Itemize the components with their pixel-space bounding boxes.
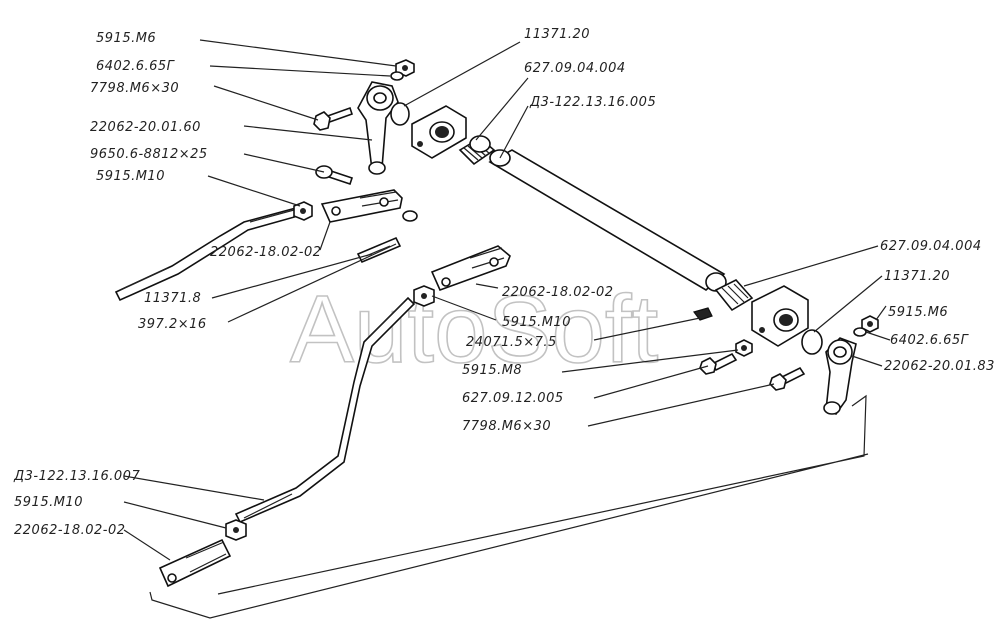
label-11371-20-top: 11371.20 (524, 27, 590, 42)
linkage-path (149, 394, 869, 619)
needle-bearing-upper (458, 135, 496, 166)
label-11371-20-right: 11371.20 (884, 269, 950, 284)
bushing-block-upper (411, 105, 467, 159)
bolt-627 (699, 352, 738, 375)
main-shaft (488, 149, 727, 292)
clevis-fork-upper-left (320, 189, 403, 223)
label-397: 397.2×16 (138, 317, 207, 332)
label-d3-122-13-16-007: Д3-122.13.16.007 (13, 469, 140, 484)
nut-m10-lower (225, 519, 247, 541)
nut-m8 (735, 339, 753, 357)
washer-upper-left (402, 210, 418, 222)
woodruff-key (692, 307, 713, 321)
label-24071: 24071.5×7.5 (466, 335, 557, 350)
label-7798-right: 7798.M6×30 (462, 419, 551, 434)
label-22062-18-02-02-top: 22062-18.02-02 (210, 245, 322, 260)
nut-m6-top-left (390, 59, 415, 81)
clevis-fork-lower (158, 538, 232, 588)
watermark: AutoSoft (290, 276, 658, 383)
nut-m10-middle (413, 285, 435, 307)
leader-lines (123, 39, 891, 561)
label-6402-top: 6402.6.65Г (96, 59, 176, 74)
lower-right-lever (823, 337, 857, 415)
nut-m6-right (853, 315, 879, 337)
label-7798-top: 7798.M6×30 (90, 81, 179, 96)
bushing-block-lower (751, 285, 809, 347)
label-5915-m10-lower: 5915.M10 (14, 495, 83, 510)
label-5915-m6-right: 5915.M6 (888, 305, 948, 320)
label-22062-20-01-83: 22062-20.01.83 (884, 359, 995, 374)
label-22062-18-02-02-lower: 22062-18.02-02 (14, 523, 126, 538)
label-9650: 9650.6-8812×25 (90, 147, 208, 162)
long-threaded-rod (234, 296, 416, 524)
needle-bearing-lower (714, 279, 754, 312)
washer-lower-shaft (801, 329, 823, 355)
label-5915-m8: 5915.M8 (462, 363, 522, 378)
bolt-m6x30-left (313, 106, 354, 131)
label-d3-122-13-16-005: Д3-122.13.16.005 (529, 95, 656, 110)
label-627-09-04-004-top: 627.09.04.004 (524, 61, 626, 76)
label-627-09-12-005: 627.09.12.005 (462, 391, 564, 406)
label-5915-m6-top: 5915.M6 (96, 31, 156, 46)
label-11371-8: 11371.8 (144, 291, 201, 306)
upper-left-lever (357, 81, 399, 175)
threaded-rod-upper-left (114, 201, 313, 302)
label-5915-m10-top: 5915.M10 (96, 169, 165, 184)
label-6402-right: 6402.6.65Г (890, 333, 970, 348)
label-627-09-04-004-right: 627.09.04.004 (880, 239, 982, 254)
label-22062-18-02-02-middle: 22062-18.02-02 (502, 285, 614, 300)
label-5915-m10-middle: 5915.M10 (502, 315, 571, 330)
clevis-fork-middle (430, 245, 511, 292)
washer-upper-shaft (390, 102, 410, 126)
label-22062-20-01-60: 22062-20.01.60 (90, 120, 201, 135)
bolt-m6x30-right (769, 366, 806, 391)
screw-9650 (315, 165, 354, 186)
